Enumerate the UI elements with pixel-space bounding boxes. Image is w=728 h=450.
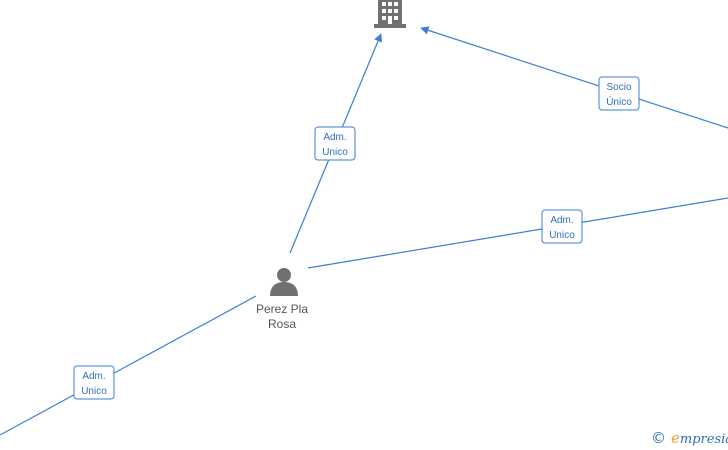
edge-label-line1: Adm. <box>323 132 346 143</box>
edge-label-line2: Unico <box>322 147 348 158</box>
person-name-line1: Perez Pla <box>256 302 308 316</box>
edge-label-line1: Socio <box>606 82 631 93</box>
edge-person-to-lower-left <box>0 295 257 436</box>
edge-right-to-company <box>420 26 728 129</box>
edge-label-line1: Adm. <box>550 215 573 226</box>
edge-label-line2: Único <box>606 95 632 108</box>
brand-logo: empresia <box>671 430 728 448</box>
edge-label-line2: Unico <box>549 230 575 241</box>
edge-label-adm-unico-right[interactable]: Adm. Unico <box>541 209 583 244</box>
building-icon <box>374 0 406 28</box>
company-node[interactable] <box>374 0 406 28</box>
brand-logo-initial: e <box>671 429 680 447</box>
person-name-line2: Rosa <box>268 317 296 331</box>
edge-label-adm-unico-left[interactable]: Adm. Unico <box>73 365 115 400</box>
copyright-icon: © <box>651 429 666 447</box>
edge-label-adm-unico-top[interactable]: Adm. Unico <box>314 126 356 161</box>
edge-person-to-right <box>307 197 728 269</box>
person-node[interactable]: Perez Pla Rosa <box>256 268 308 331</box>
brand-logo-rest: mpresia <box>679 432 728 447</box>
person-icon <box>270 268 298 296</box>
edge-label-line1: Adm. <box>82 371 105 382</box>
edge-label-socio-unico[interactable]: Socio Único <box>598 76 640 111</box>
edge-label-line2: Unico <box>81 386 107 397</box>
